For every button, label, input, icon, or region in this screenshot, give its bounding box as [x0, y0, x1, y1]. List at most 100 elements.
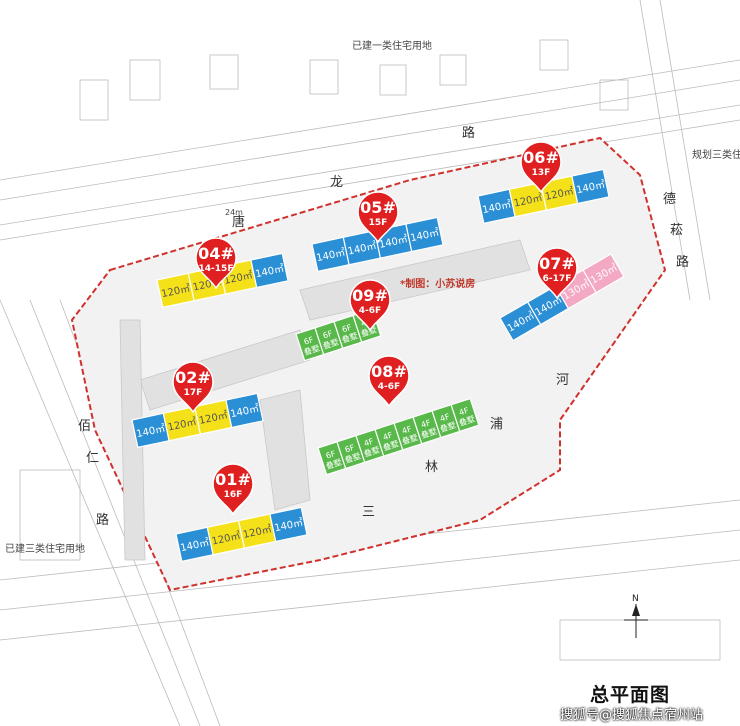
zone-label-right: 规划三类住宅用地	[692, 148, 740, 161]
pin-06-tag: 06#	[523, 148, 559, 167]
pin-02-marker-icon	[172, 361, 214, 414]
unit-08-1-label: 叠墅	[344, 451, 362, 465]
unit-05-3: 140㎡	[405, 216, 444, 253]
unit-08-5-label: 4F	[420, 418, 432, 430]
unit-08-4-label: 4F	[401, 424, 413, 436]
zone-label-top: 已建一类住宅用地	[352, 39, 432, 52]
pin-08: 08#4-6F	[368, 355, 410, 408]
unit-01-2: 120㎡	[237, 513, 277, 549]
unit-05-1: 140㎡	[342, 229, 382, 266]
road-top-char-2: 路	[462, 125, 475, 141]
road-bottom-char-2: 林	[425, 460, 438, 475]
unit-08-4-label: 叠墅	[401, 432, 419, 446]
pin-07-tag: 07#	[539, 254, 575, 273]
unit-07-0: 140㎡	[499, 301, 542, 342]
pin-01-tag: 01#	[215, 470, 251, 489]
building-pins: 04#14-15F05#15F06#13F07#6-17F02#17F01#16…	[172, 141, 578, 516]
pin-02-tag: 02#	[175, 368, 211, 387]
pin-09-floors: 4-6F	[359, 306, 381, 316]
pin-08-floors: 4-6F	[378, 382, 400, 392]
pin-08-tag: 08#	[371, 362, 407, 381]
road-bottom-char-0: 河	[556, 373, 569, 388]
pin-02-floors: 17F	[184, 388, 203, 398]
unit-01-0-label: 140㎡	[179, 536, 210, 554]
unit-01-0: 140㎡	[175, 526, 214, 563]
pin-02: 02#17F	[172, 361, 214, 414]
pin-01-floors: 16F	[224, 490, 243, 500]
pin-05-floors: 15F	[369, 218, 388, 228]
unit-05-3-block	[405, 216, 444, 253]
unit-06-3-label: 140㎡	[575, 178, 606, 196]
unit-09-0-label: 叠墅	[303, 343, 321, 357]
road-bottom-char-3: 三	[362, 505, 375, 520]
road-left-char-2: 路	[96, 512, 109, 528]
pin-01: 01#16F	[212, 463, 254, 516]
pin-06-floors: 13F	[532, 168, 551, 178]
road-width-note: 24m	[225, 208, 243, 217]
unit-01-3-block	[269, 506, 308, 543]
pin-05: 05#15F	[357, 191, 399, 244]
north-arrow-icon: N	[624, 594, 648, 638]
unit-01-2-label: 120㎡	[242, 523, 273, 541]
unit-04-3-block	[250, 252, 289, 289]
unit-08-3-label: 叠墅	[382, 438, 400, 452]
road-left-char-1: 仁	[86, 451, 99, 466]
pin-07: 07#6-17F	[536, 247, 578, 300]
unit-08-5-label: 叠墅	[420, 426, 438, 440]
unit-08-0-label: 6F	[325, 449, 337, 461]
unit-06-0-label: 140㎡	[481, 198, 512, 216]
road-right-char-1: 菘	[670, 223, 683, 238]
unit-04-2-label: 120㎡	[223, 269, 254, 287]
unit-01-3-label: 140㎡	[273, 516, 304, 534]
unit-08-1-label: 6F	[344, 443, 356, 455]
unit-05-0-label: 140㎡	[315, 246, 346, 264]
map-title: 总平面图	[590, 684, 671, 706]
unit-06-1-label: 120㎡	[513, 192, 544, 210]
unit-06-3-block	[571, 168, 610, 205]
unit-08-0-label: 叠墅	[325, 457, 343, 471]
unit-02-0: 140㎡	[131, 412, 170, 449]
unit-04-0: 120㎡	[156, 272, 195, 309]
unit-09-1-label: 叠墅	[322, 337, 340, 351]
unit-02-1-label: 120㎡	[167, 416, 198, 434]
unit-09-2-label: 叠墅	[341, 330, 359, 344]
pin-09-tag: 09#	[352, 286, 388, 305]
unit-07-3-block	[582, 253, 625, 294]
unit-01-1-label: 120㎡	[211, 530, 242, 548]
pin-06-marker-icon	[520, 141, 562, 194]
pin-09: 09#4-6F	[349, 279, 391, 332]
pin-07-floors: 6-17F	[543, 274, 572, 284]
unit-06-3: 140㎡	[571, 168, 610, 205]
unit-04-3: 140㎡	[250, 252, 289, 289]
unit-01-3: 140㎡	[269, 506, 308, 543]
unit-02-2-label: 120㎡	[198, 409, 229, 427]
unit-08-6-label: 4F	[439, 412, 451, 424]
unit-01-1: 120㎡	[206, 519, 246, 556]
pin-06: 06#13F	[520, 141, 562, 194]
road-top-char-1: 唐	[232, 214, 245, 230]
building-09-units: 6F叠墅6F叠墅6F叠墅4F叠墅	[295, 308, 382, 362]
unit-07-3: 130㎡	[582, 253, 625, 294]
unit-04-0-label: 120㎡	[160, 282, 191, 300]
unit-02-0-label: 140㎡	[135, 422, 166, 440]
watermark: *制图：小苏说房	[400, 277, 475, 290]
pin-01-marker-icon	[212, 463, 254, 516]
unit-04-3-label: 140㎡	[254, 262, 285, 280]
pin-05-tag: 05#	[360, 198, 396, 217]
unit-09-2-label: 6F	[341, 323, 353, 335]
unit-06-2-label: 120㎡	[544, 185, 575, 203]
pin-04-marker-icon	[195, 237, 237, 290]
north-label: N	[632, 594, 639, 604]
road-right-char-0: 德	[663, 192, 676, 207]
